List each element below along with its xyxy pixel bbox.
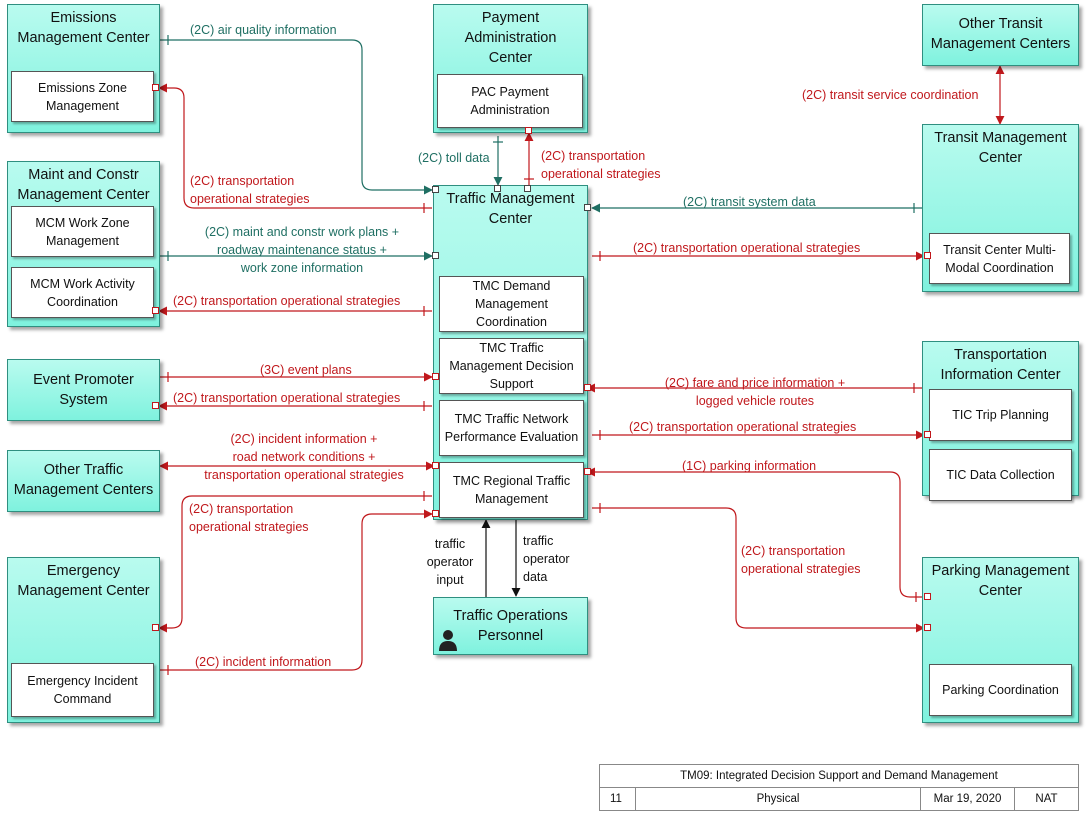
- flow-label-fare-price: (2C) fare and price information + logged…: [664, 376, 846, 408]
- mcm-work-activity-coordination[interactable]: MCM Work Activity Coordination: [11, 267, 154, 318]
- port: [152, 624, 159, 631]
- transportation-information-center[interactable]: Transportation Information Center TIC Tr…: [922, 341, 1079, 501]
- flow-label-tos-emergency: (2C) transportation operational strategi…: [189, 502, 309, 534]
- footer-page: 11: [599, 787, 636, 811]
- flow-label-parking-info: (1C) parking information: [682, 459, 817, 473]
- port: [525, 127, 532, 134]
- traffic-operations-personnel-title: Traffic Operations Personnel: [453, 608, 568, 644]
- pac-payment-administration[interactable]: PAC Payment Administration: [437, 74, 583, 128]
- flow-label-incident-info: (2C) incident information: [195, 655, 332, 669]
- transit-management-center[interactable]: Transit Management Center Transit Center…: [922, 124, 1079, 292]
- event-promoter-system[interactable]: Event Promoter System: [7, 359, 160, 421]
- port: [924, 593, 931, 600]
- tmc-regional-traffic-management[interactable]: TMC Regional Traffic Management: [439, 462, 584, 518]
- flow-label-tos-emissions: (2C) transportation operational strategi…: [190, 174, 310, 206]
- flow-label-operator-input: traffic operator input: [426, 537, 474, 587]
- port: [432, 186, 439, 193]
- flow-label-transit-system: (2C) transit system data: [683, 195, 816, 209]
- maint-constr-management-center[interactable]: Maint and Constr Management Center MCM W…: [7, 161, 160, 327]
- port: [924, 624, 931, 631]
- port: [432, 252, 439, 259]
- port: [584, 204, 591, 211]
- footer-scope: NAT: [1014, 787, 1079, 811]
- port: [494, 185, 501, 192]
- tic-trip-planning[interactable]: TIC Trip Planning: [929, 389, 1072, 441]
- emissions-zone-management[interactable]: Emissions Zone Management: [11, 71, 154, 122]
- port: [152, 307, 159, 314]
- flow-air-quality: [160, 39, 433, 195]
- parking-coordination[interactable]: Parking Coordination: [929, 664, 1072, 716]
- port: [152, 402, 159, 409]
- emergency-management-center-title: Emergency Management Center: [17, 563, 150, 599]
- other-transit-management-centers-title: Other Transit Management Centers: [930, 16, 1071, 52]
- transportation-information-center-title: Transportation Information Center: [940, 347, 1061, 383]
- parking-management-center-title: Parking Management Center: [931, 563, 1070, 599]
- other-transit-management-centers[interactable]: Other Transit Management Centers: [922, 4, 1079, 66]
- traffic-operations-personnel[interactable]: Traffic Operations Personnel: [433, 597, 588, 655]
- flow-label-maint-plans: (2C) maint and constr work plans + roadw…: [204, 225, 400, 275]
- person-icon: [439, 630, 457, 651]
- tic-data-collection[interactable]: TIC Data Collection: [929, 449, 1072, 501]
- tmc-traffic-network-performance-evaluation[interactable]: TMC Traffic Network Performance Evaluati…: [439, 400, 584, 456]
- flow-tos-emergency: [158, 495, 432, 633]
- port: [432, 373, 439, 380]
- flow-label-tos-transit: (2C) transportation operational strategi…: [633, 241, 861, 255]
- flow-tos-parking: [592, 507, 925, 633]
- flow-label-incident-road: (2C) incident information + road network…: [204, 432, 404, 482]
- flow-label-operator-data: traffic operator data: [523, 534, 570, 584]
- traffic-management-center[interactable]: Traffic Management Center TMC Demand Man…: [433, 185, 588, 520]
- footer-title: TM09: Integrated Decision Support and De…: [599, 764, 1079, 788]
- parking-management-center[interactable]: Parking Management Center Parking Coordi…: [922, 557, 1079, 723]
- flow-parking-info: [586, 467, 924, 598]
- payment-administration-center[interactable]: Payment Administration Center PAC Paymen…: [433, 4, 588, 133]
- port: [432, 510, 439, 517]
- port: [432, 462, 439, 469]
- port: [584, 384, 591, 391]
- flow-label-event-plans: (3C) event plans: [260, 363, 352, 377]
- flow-label-transit-service: (2C) transit service coordination: [802, 88, 979, 102]
- flow-label-tos-tic: (2C) transportation operational strategi…: [629, 420, 857, 434]
- flow-label-air-quality: (2C) air quality information: [190, 23, 337, 37]
- emissions-management-center-title: Emissions Management Center: [17, 10, 150, 46]
- flow-label-tos-pac: (2C) transportation operational strategi…: [541, 149, 661, 181]
- flow-incident-info: [160, 509, 433, 671]
- port: [924, 431, 931, 438]
- emergency-incident-command[interactable]: Emergency Incident Command: [11, 663, 154, 717]
- flow-label-toll-data: (2C) toll data: [418, 151, 490, 165]
- flow-label-tos-maint: (2C) transportation operational strategi…: [173, 294, 401, 308]
- transit-center-multimodal-coordination[interactable]: Transit Center Multi-Modal Coordination: [929, 233, 1070, 284]
- event-promoter-system-title: Event Promoter System: [33, 372, 134, 408]
- transit-management-center-title: Transit Management Center: [934, 130, 1067, 166]
- port: [524, 185, 531, 192]
- emissions-management-center[interactable]: Emissions Management Center Emissions Zo…: [7, 4, 160, 133]
- tmc-demand-management-coordination[interactable]: TMC Demand Management Coordination: [439, 276, 584, 332]
- mcm-work-zone-management[interactable]: MCM Work Zone Management: [11, 206, 154, 257]
- port: [584, 468, 591, 475]
- flow-label-tos-event: (2C) transportation operational strategi…: [173, 391, 401, 405]
- emergency-management-center[interactable]: Emergency Management Center Emergency In…: [7, 557, 160, 723]
- footer-date: Mar 19, 2020: [920, 787, 1015, 811]
- other-traffic-management-centers-title: Other Traffic Management Centers: [13, 462, 154, 498]
- port: [152, 84, 159, 91]
- tmc-traffic-management-decision-support[interactable]: TMC Traffic Management Decision Support: [439, 338, 584, 394]
- footer-view: Physical: [635, 787, 921, 811]
- other-traffic-management-centers[interactable]: Other Traffic Management Centers: [7, 450, 160, 512]
- port: [924, 252, 931, 259]
- maint-constr-management-center-title: Maint and Constr Management Center: [17, 167, 150, 203]
- payment-administration-center-title: Payment Administration Center: [464, 10, 557, 66]
- traffic-management-center-title: Traffic Management Center: [446, 191, 575, 227]
- flow-tos-emissions: [158, 83, 432, 209]
- flow-label-tos-parking: (2C) transportation operational strategi…: [741, 544, 861, 576]
